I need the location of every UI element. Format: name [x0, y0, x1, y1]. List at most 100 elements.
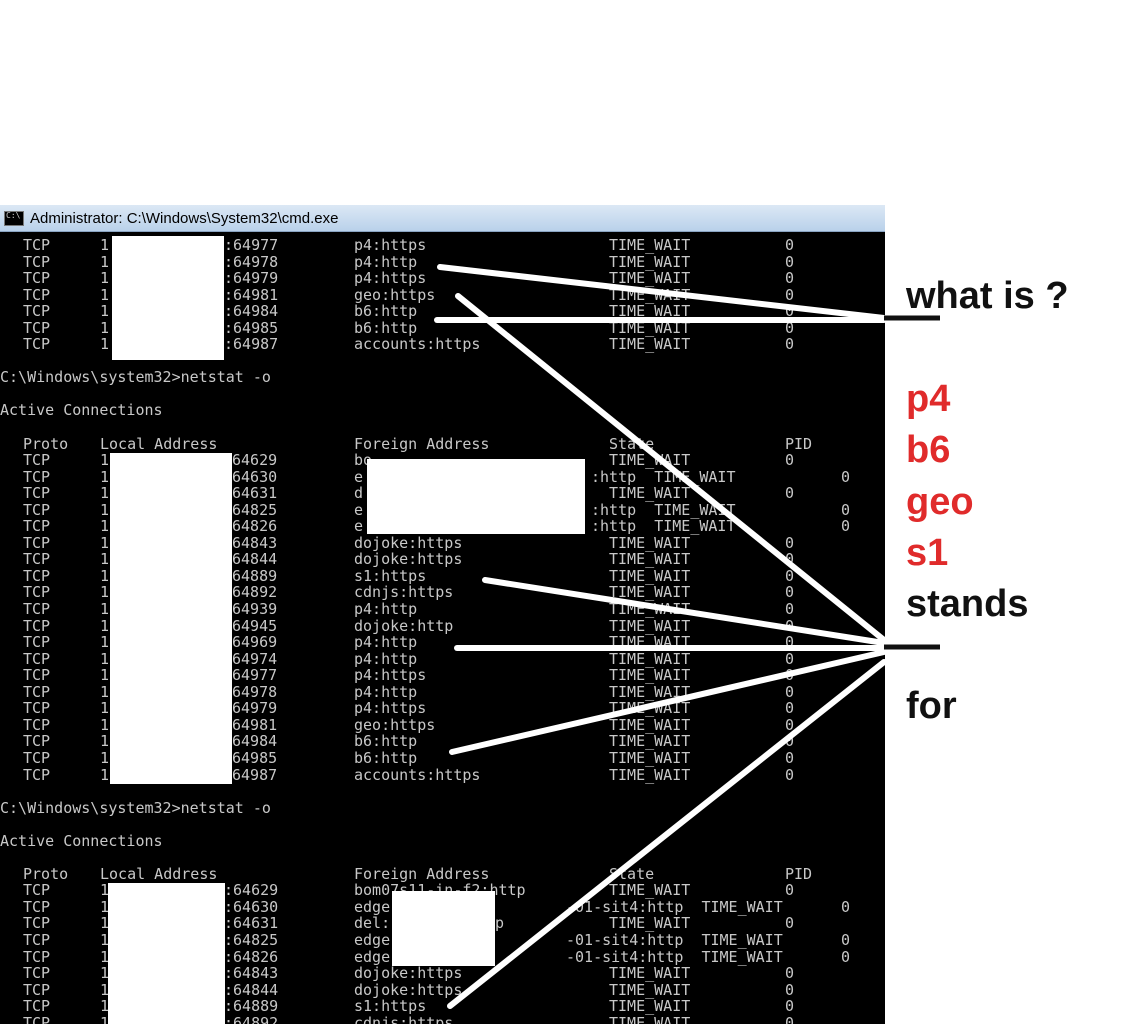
cell-foreign: p4:http — [354, 649, 418, 668]
cell-one: 1 — [100, 517, 110, 536]
cell-foreign: p4:https — [354, 666, 427, 685]
cell-foreign: geo:https — [354, 285, 436, 304]
blank-line — [0, 816, 885, 833]
cell-foreign: cdnjs:https — [354, 583, 454, 602]
cell-state: TIME_WAIT — [609, 550, 691, 569]
cell-pid: 0 — [785, 765, 795, 784]
cell-pidr: 0 — [841, 897, 851, 916]
cell-pid: 0 — [785, 633, 795, 652]
cell-one: 1 — [100, 533, 110, 552]
cell-proto: TCP — [23, 517, 51, 536]
cell-port: 64629 — [232, 451, 278, 470]
cell-one: 1 — [100, 500, 110, 519]
cell-port: :64978 — [224, 252, 279, 271]
cell-port: :64826 — [224, 947, 279, 966]
cell-pid: 0 — [785, 236, 795, 254]
window-titlebar[interactable]: Administrator: C:\Windows\System32\cmd.e… — [0, 205, 885, 232]
cell-one: 1 — [100, 451, 110, 470]
cell-one: 1 — [100, 616, 110, 635]
cell-state: TIME_WAIT — [609, 335, 691, 354]
cell-state: TIME_WAIT — [609, 236, 691, 254]
cell-pid: 0 — [785, 616, 795, 635]
cell-proto: TCP — [23, 633, 51, 652]
cell-tail: :http TIME_WAIT — [591, 500, 736, 519]
cell-proto: TCP — [23, 269, 51, 288]
cell-pid: 0 — [785, 318, 795, 337]
cell-state: TIME_WAIT — [609, 583, 691, 602]
cell-port: 64979 — [232, 699, 278, 718]
cell-port: 64825 — [232, 500, 278, 519]
redaction-box-local-2 — [110, 453, 232, 784]
cell-one: 1 — [100, 666, 110, 685]
cell-proto: TCP — [23, 533, 51, 552]
cell-one: 1 — [100, 633, 110, 652]
cell-foreign: s1:https — [354, 566, 427, 585]
cell-pid: 0 — [785, 285, 795, 304]
cell-proto: TCP — [23, 897, 51, 916]
cell-proto: TCP — [23, 318, 51, 337]
cell-text: Active Connections — [0, 831, 163, 850]
cell-proto: TCP — [23, 451, 51, 470]
cell-foreign: geo:https — [354, 715, 436, 734]
cell-pid: 0 — [785, 533, 795, 552]
cell-pid: 0 — [785, 997, 795, 1016]
cell-pid: 0 — [785, 699, 795, 718]
cell-foreign: e — [354, 467, 364, 486]
stands-label: stands — [906, 583, 1029, 625]
cell-proto: TCP — [23, 666, 51, 685]
cell-one: Local Address — [100, 864, 218, 883]
cell-one: 1 — [100, 947, 110, 966]
cell-proto: TCP — [23, 600, 51, 619]
cell-port: 64974 — [232, 649, 278, 668]
cell-port: 64843 — [232, 533, 278, 552]
cell-tail: :http TIME_WAIT — [591, 467, 736, 486]
cell-proto: TCP — [23, 616, 51, 635]
cell-one: 1 — [100, 285, 110, 304]
redaction-box-foreign-3 — [392, 891, 495, 966]
cell-text: C:\Windows\system32>netstat -o — [0, 798, 271, 817]
cell-pid: 0 — [785, 451, 795, 470]
cell-pid: PID — [785, 864, 813, 883]
cell-port: :64630 — [224, 897, 279, 916]
cell-pid: 0 — [785, 335, 795, 354]
cell-one: 1 — [100, 1013, 110, 1024]
cell-state: TIME_WAIT — [609, 451, 691, 470]
cell-port: :64825 — [224, 930, 279, 949]
cell-state: TIME_WAIT — [609, 600, 691, 619]
cell-state: TIME_WAIT — [609, 285, 691, 304]
cell-one: 1 — [100, 236, 110, 254]
cell-one: 1 — [100, 980, 110, 999]
cell-foreign: dojoke:https — [354, 964, 463, 983]
cell-foreign: del: — [354, 914, 391, 933]
cell-foreign: e — [354, 517, 364, 536]
cell-one: 1 — [100, 467, 110, 486]
cell-pid: 0 — [785, 980, 795, 999]
cell-foreign: b6:http — [354, 732, 418, 751]
term-geo: geo — [906, 481, 974, 523]
cell-proto: TCP — [23, 236, 51, 254]
cell-foreign: dojoke:http — [354, 616, 454, 635]
cmd-icon — [4, 210, 24, 226]
cell-pidr: 0 — [841, 517, 851, 536]
cell-state: TIME_WAIT — [609, 533, 691, 552]
cell-proto: TCP — [23, 649, 51, 668]
cell-pidr: 0 — [841, 947, 851, 966]
cell-pid: 0 — [785, 964, 795, 983]
cell-port: 64892 — [232, 583, 278, 602]
cell-foreign: s1:https — [354, 997, 427, 1016]
cell-state: TIME_WAIT — [609, 964, 691, 983]
cell-proto: TCP — [23, 500, 51, 519]
cell-proto: TCP — [23, 732, 51, 751]
cell-state: TIME_WAIT — [609, 1013, 691, 1024]
cell-proto: TCP — [23, 550, 51, 569]
cell-foreign: d — [354, 484, 364, 503]
cell-port: 64977 — [232, 666, 278, 685]
cell-foreign: p4:http — [354, 600, 418, 619]
cell-pid: 0 — [785, 600, 795, 619]
cell-port: :64985 — [224, 318, 279, 337]
cell-state: TIME_WAIT — [609, 997, 691, 1016]
cell-pid: 0 — [785, 715, 795, 734]
cell-port: :64844 — [224, 980, 279, 999]
cell-one: 1 — [100, 566, 110, 585]
